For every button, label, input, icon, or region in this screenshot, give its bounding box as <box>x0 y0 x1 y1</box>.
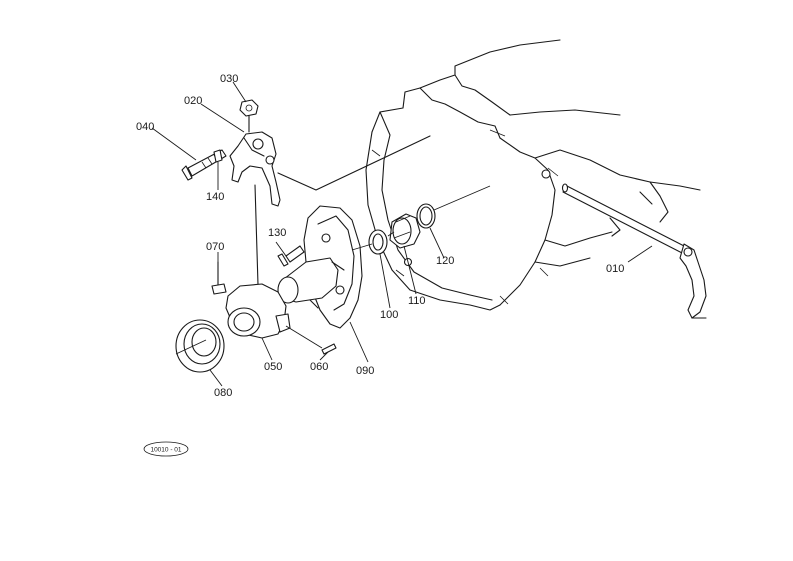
pin-axis-line <box>285 325 323 349</box>
needle-bearing-110 <box>389 213 421 249</box>
label-130: 130 <box>268 227 286 239</box>
seal-100 <box>368 229 388 255</box>
pin-060 <box>321 343 337 355</box>
cover-080 <box>175 319 225 373</box>
label-110: 110 <box>408 295 426 307</box>
label-140: 140 <box>206 191 224 203</box>
shaft-axis-line <box>277 135 431 191</box>
snap-ring-120 <box>416 203 436 229</box>
nut-030 <box>239 99 259 133</box>
label-090: 090 <box>356 365 374 377</box>
release-hub-090 <box>277 205 363 329</box>
transmission-housing <box>365 39 701 311</box>
label-080: 080 <box>214 387 232 399</box>
label-030: 030 <box>220 73 238 85</box>
label-070: 070 <box>206 241 224 253</box>
label-010: 010 <box>606 263 624 275</box>
release-fork-020 <box>229 131 281 207</box>
label-120: 120 <box>436 255 454 267</box>
bearing-axis-line <box>351 185 491 251</box>
bolt-130 <box>277 245 305 267</box>
fork-axis-line <box>254 184 259 286</box>
release-bearing-050 <box>225 283 291 339</box>
pin-140 <box>213 149 223 163</box>
label-020: 020 <box>184 95 202 107</box>
reference-code: 10010 - 01 <box>150 447 181 454</box>
label-050: 050 <box>264 361 282 373</box>
reference-badge: 10010 - 01 <box>143 441 189 457</box>
leader-lines <box>151 81 653 387</box>
label-040: 040 <box>136 121 154 133</box>
label-100: 100 <box>380 309 398 321</box>
release-shaft-010 <box>561 183 707 319</box>
grease-fitting-070 <box>211 261 227 295</box>
label-060: 060 <box>310 361 328 373</box>
